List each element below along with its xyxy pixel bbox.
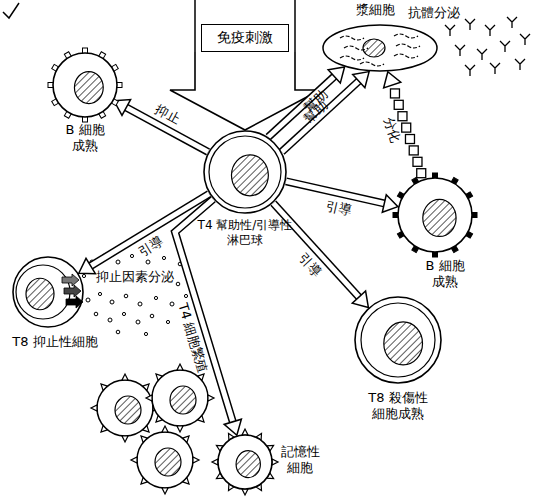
arrow-head xyxy=(352,291,368,307)
secretion-arrow xyxy=(64,285,81,297)
node-label: 記憶性 細胞 xyxy=(278,444,322,477)
memory-cell xyxy=(91,374,159,442)
cell-membrane xyxy=(16,265,70,319)
big-arrow-outline xyxy=(170,52,320,130)
node-label: 漿細胞 xyxy=(345,2,405,18)
arrow-band-fill xyxy=(175,199,233,422)
node-label: B 細胞 成熟 xyxy=(61,122,109,155)
endoplasmic-line xyxy=(340,36,364,40)
node-label: T8 殺傷性 細胞成熟 xyxy=(365,390,431,423)
arrow-band-outline xyxy=(268,76,335,137)
cell-outline xyxy=(13,257,83,327)
node-label: B 細胞 成熟 xyxy=(421,258,469,291)
suppressor-factor-dots xyxy=(82,254,187,335)
node-label: 免疫刺激 xyxy=(202,25,288,51)
cell-membrane xyxy=(361,303,435,377)
node-label: T8 抑止性細胞 xyxy=(0,334,110,350)
endoplasmic-line xyxy=(394,54,418,58)
cell-nucleus xyxy=(74,72,103,104)
arrow-band-fill xyxy=(273,203,359,298)
arrow-band-outline xyxy=(90,194,209,267)
differentiation-step xyxy=(398,112,407,121)
cell-nucleus xyxy=(363,39,385,57)
differentiation-step xyxy=(413,157,422,166)
arrow-head xyxy=(328,67,344,83)
arrow-connector xyxy=(114,100,208,152)
arrow-head xyxy=(79,258,96,273)
memory-cell xyxy=(146,364,214,432)
arrow-band-fill xyxy=(268,76,335,137)
node-label: T4 幫助性/引導性 淋巴球 xyxy=(191,218,299,248)
endoplasmic-line xyxy=(394,34,418,38)
arrow-band-fill xyxy=(90,194,209,267)
differentiation-step xyxy=(394,100,403,109)
t8-suppressor-cell: T8 抑止性細胞 xyxy=(12,256,84,328)
cell-drawing xyxy=(12,256,84,328)
cell-outline xyxy=(323,25,437,71)
arrow-band-fill xyxy=(282,80,360,151)
stimulus-box: 免疫刺激 xyxy=(201,24,289,52)
cell-membrane xyxy=(209,136,281,208)
plasma-cell: 漿細胞 xyxy=(322,24,438,72)
arrow-connector xyxy=(79,194,209,274)
cell-outline xyxy=(204,131,286,213)
arrow-connector xyxy=(282,72,369,152)
annotation-label: 抗體分泌 xyxy=(408,6,460,19)
t8-killer-cell: T8 殺傷性 細胞成熟 xyxy=(354,296,442,384)
cell-drawing xyxy=(203,130,287,214)
cell-outline xyxy=(355,297,441,383)
arrow-band-outline xyxy=(282,80,360,151)
differentiation-step xyxy=(390,89,399,98)
endoplasmic-line xyxy=(360,62,384,66)
cell-drawing xyxy=(397,177,473,253)
differentiation-step xyxy=(409,146,418,155)
arrow-head xyxy=(382,195,398,213)
differentiation-step xyxy=(402,123,411,132)
check-mark xyxy=(3,3,19,18)
cell-nucleus xyxy=(231,155,268,196)
arrow-shaft-line xyxy=(294,0,296,52)
t4-lymphocyte: T4 幫助性/引導性 淋巴球 xyxy=(203,130,287,214)
b-cell: B 細胞 成熟 xyxy=(52,52,118,118)
secretion-arrow xyxy=(62,274,79,286)
surface-spike xyxy=(212,459,218,465)
surface-spike xyxy=(242,489,248,495)
cell-outline xyxy=(53,53,117,117)
memory-cell: 記憶性 細胞 xyxy=(217,434,273,490)
cell-nucleus xyxy=(423,199,456,236)
memory-cell xyxy=(131,426,199,494)
endoplasmic-line xyxy=(396,44,420,48)
arrow-head xyxy=(384,72,401,88)
differentiation-step xyxy=(417,169,426,178)
cell-outline xyxy=(218,435,272,489)
arrow-head xyxy=(353,72,369,88)
differentiation-step xyxy=(405,135,414,144)
cell-drawing xyxy=(322,24,438,72)
arrow-connector xyxy=(170,52,320,130)
cell-drawing xyxy=(52,52,118,118)
arrow-head xyxy=(224,419,241,435)
cell-outline xyxy=(398,178,472,252)
secretion-arrow xyxy=(66,296,83,308)
cell-drawing xyxy=(217,434,273,490)
arrow-band-outline xyxy=(175,199,233,422)
arrow-band-outline xyxy=(273,203,359,298)
cell-nucleus xyxy=(384,322,423,365)
surface-spike xyxy=(242,429,248,435)
arrow-shaft-line xyxy=(194,0,196,52)
antibody-symbols xyxy=(445,17,530,76)
big-arrow-fill xyxy=(170,52,320,130)
surface-spike xyxy=(272,459,278,465)
b-cell: B 細胞 成熟 xyxy=(397,177,473,253)
endoplasmic-line xyxy=(340,56,364,60)
annotation-label: 抑止因素分泌 xyxy=(96,270,174,283)
edge-label: 引導 xyxy=(325,198,353,216)
cell-drawing xyxy=(354,296,442,384)
cell-nucleus xyxy=(236,451,260,478)
cell-nucleus xyxy=(26,278,54,310)
